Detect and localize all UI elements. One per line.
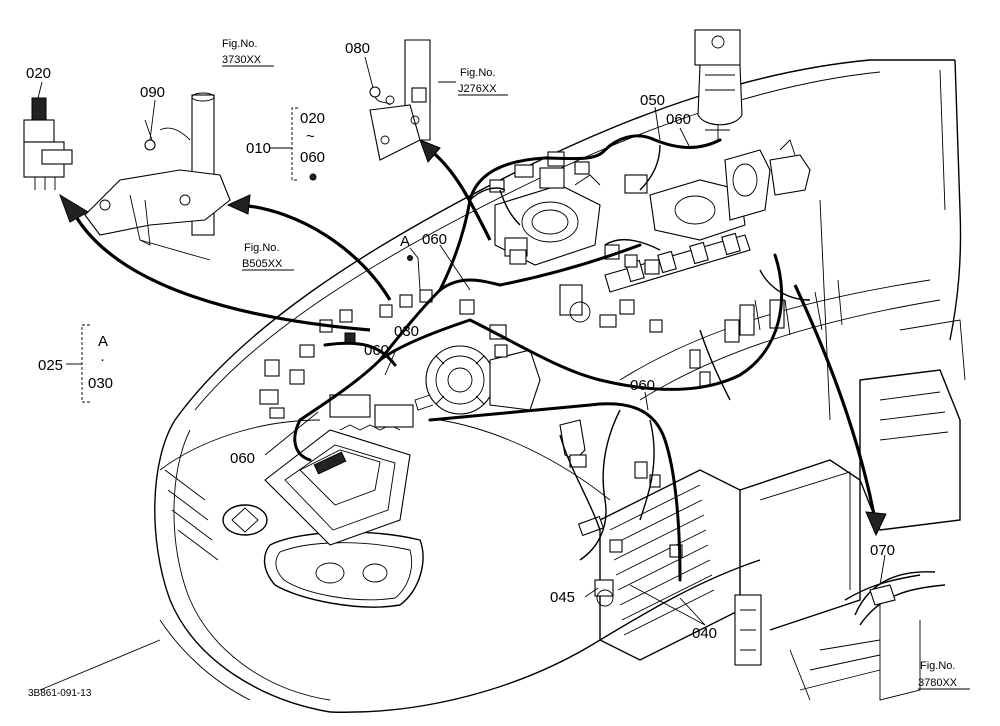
callout-010-range-end: 060: [300, 149, 325, 166]
secondary-wires: [469, 144, 811, 561]
callout-020-fuse: 020: [26, 65, 51, 82]
bracket-group-010: 010 020 ~ 060: [246, 107, 325, 181]
callout-010-range-start: 020: [300, 110, 325, 127]
callout-010-tilde: ~: [306, 128, 315, 145]
figure-ref-3780: Fig.No. 3780XX: [918, 660, 970, 690]
callout-060-right: 060: [630, 377, 655, 394]
callout-060-left: 060: [230, 450, 255, 467]
common-rail: [604, 232, 751, 293]
callout-090: 090: [140, 84, 165, 101]
callout-025-dot: ·: [100, 351, 105, 368]
injection-pump: [414, 345, 541, 415]
arrow-head-icon: [59, 193, 89, 223]
figure-ref-3730: Fig.No. 3730XX: [222, 38, 274, 67]
callout-045: 045: [550, 589, 575, 606]
emblem-icon: [222, 504, 268, 536]
mounting-bracket: [84, 92, 231, 261]
figure-ref-prefix: Fig.No.: [244, 242, 279, 254]
callout-050: 050: [640, 92, 665, 109]
bracket-group-025: 025 A · 030: [38, 324, 113, 403]
callout-040: 040: [692, 625, 717, 642]
callout-060-center: 060: [364, 342, 389, 359]
main-harness: [293, 134, 784, 582]
callout-080: 080: [345, 40, 370, 57]
egr-valve-assembly: [624, 139, 811, 241]
tractor-body-outline: [39, 59, 962, 713]
routing-arrows: [59, 139, 887, 537]
callout-a: A: [400, 233, 410, 250]
callout-060-mid: 060: [422, 231, 447, 248]
callout-060-top: 060: [666, 111, 691, 128]
figure-ref-number: B505XX: [242, 258, 283, 270]
figure-ref-prefix: Fig.No.: [222, 38, 257, 50]
radiator-assembly: [599, 319, 966, 666]
mounting-plate: [369, 39, 431, 161]
callout-010: 010: [246, 140, 271, 157]
callout-025-item-a: A: [98, 333, 108, 350]
callout-070: 070: [870, 542, 895, 559]
figure-ref-number: 3780XX: [918, 677, 958, 689]
document-code: 3B861-091-13: [28, 688, 92, 699]
leader-lines: [37, 56, 886, 626]
fuse-component: [23, 97, 73, 190]
fuel-filter: [694, 29, 743, 140]
intake-throttle-body: [494, 167, 601, 266]
callout-labels: 020 090 080 050 060 A 060 030 060 060 06…: [26, 40, 895, 642]
figure-ref-j276: Fig.No. J276XX: [438, 67, 508, 96]
ecu-module: [264, 424, 411, 546]
figure-ref-b505: Fig.No. B505XX: [242, 242, 294, 271]
figure-ref-prefix: Fig.No.: [920, 660, 955, 672]
callout-025-item-030: 030: [88, 375, 113, 392]
figure-ref-number: 3730XX: [222, 54, 262, 66]
figure-ref-prefix: Fig.No.: [460, 67, 495, 79]
callout-030: 030: [394, 323, 419, 340]
figure-ref-number: J276XX: [458, 83, 497, 95]
callout-025: 025: [38, 357, 63, 374]
harness-clip: [789, 571, 946, 701]
glow-plugs: [689, 279, 843, 387]
